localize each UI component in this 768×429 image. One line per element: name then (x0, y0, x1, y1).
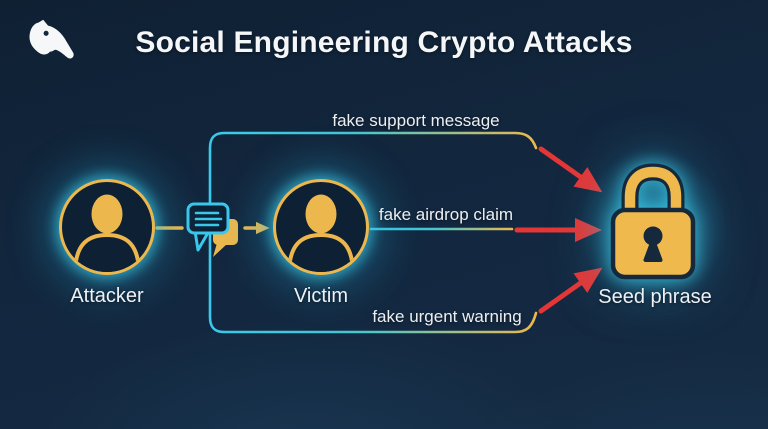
person-icon (73, 194, 141, 272)
victim-label: Victim (293, 285, 349, 307)
cyan-bubble (186, 202, 230, 252)
padlock-icon (610, 163, 696, 280)
attacker-label: Attacker (70, 285, 144, 307)
tapir-logo-icon (29, 19, 74, 59)
person-icon (287, 194, 355, 272)
attacker-avatar (59, 179, 155, 275)
chat-bubbles-icon (186, 202, 238, 257)
bracket-connector-path (208, 131, 538, 334)
page-title: Social Engineering Crypto Attacks (135, 26, 633, 59)
victim-avatar (273, 179, 369, 275)
bottom-path-label: fake urgent warning (372, 307, 522, 326)
top-path-label: fake support message (332, 111, 500, 130)
seed-phrase-label: Seed phrase (598, 286, 712, 308)
attack-arrow-bottom (538, 267, 603, 314)
attack-arrow-top (538, 146, 603, 193)
middle-path-label: fake airdrop claim (378, 205, 514, 224)
